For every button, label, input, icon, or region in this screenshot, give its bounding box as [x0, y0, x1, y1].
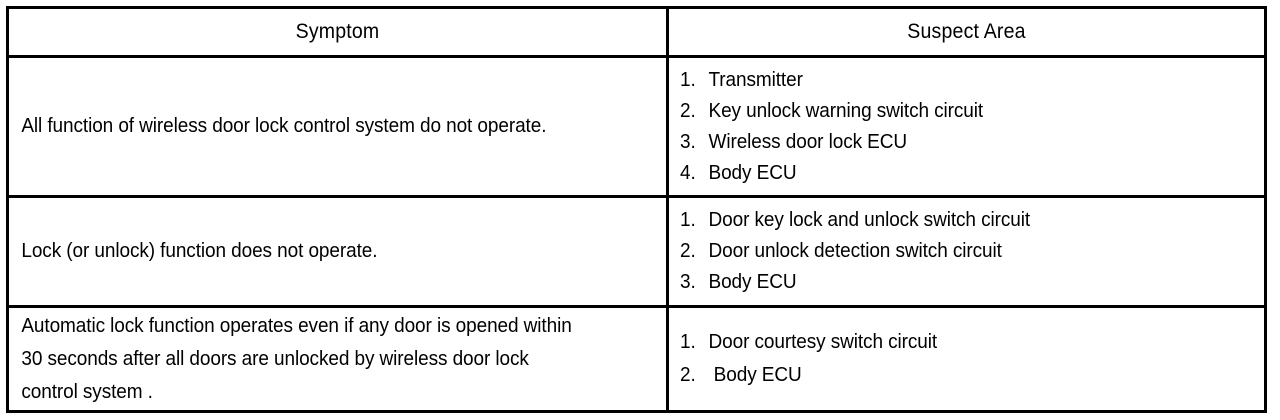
- table-row: All function of wireless door lock contr…: [6, 55, 1267, 198]
- list-item-number: 2.: [680, 99, 696, 122]
- symptom-cell: Lock (or unlock) function does not opera…: [6, 195, 669, 308]
- list-item: 1. Door key lock and unlock switch circu…: [680, 205, 1223, 236]
- symptom-cell: All function of wireless door lock contr…: [6, 55, 669, 198]
- list-item-label: Door unlock detection switch circuit: [708, 240, 1002, 262]
- table-row: Lock (or unlock) function does not opera…: [6, 195, 1267, 308]
- list-item-label: Door courtesy switch circuit: [708, 331, 938, 353]
- column-header-symptom-label: Symptom: [295, 20, 380, 43]
- table-header-row: Symptom Suspect Area: [6, 6, 1267, 58]
- list-item: 2. Key unlock warning switch circuit: [680, 96, 1223, 127]
- list-item-number: 3.: [680, 130, 696, 153]
- list-item: 2. Door unlock detection switch circuit: [680, 236, 1223, 267]
- symptom-text: Automatic lock function operates even if…: [21, 314, 572, 403]
- list-item-label: Transmitter: [708, 68, 803, 91]
- list-item-label: Door key lock and unlock switch circuit: [708, 209, 1031, 231]
- list-item-label: Wireless door lock ECU: [708, 130, 908, 153]
- column-header-symptom: Symptom: [6, 6, 669, 58]
- column-header-suspect-area-label: Suspect Area: [907, 20, 1026, 43]
- suspect-area-list: 1. Door key lock and unlock switch circu…: [669, 205, 1264, 298]
- list-item-number: 1.: [680, 209, 696, 231]
- list-item-number: 2.: [680, 240, 696, 262]
- list-item: 4. Body ECU: [680, 158, 1223, 189]
- table-row: Automatic lock function operates even if…: [6, 305, 1267, 413]
- list-item-label: Key unlock warning switch circuit: [708, 99, 984, 122]
- list-item: 3. Body ECU: [680, 267, 1223, 298]
- list-item-label: Body ECU: [708, 364, 802, 386]
- table-header: Symptom Suspect Area: [6, 6, 1267, 58]
- symptom-cell: Automatic lock function operates even if…: [6, 305, 669, 413]
- list-item-number: 1.: [680, 331, 696, 353]
- suspect-area-cell: 1. Door courtesy switch circuit 2. Body …: [666, 305, 1267, 413]
- list-item: 1. Transmitter: [680, 65, 1223, 96]
- suspect-area-list: 1. Door courtesy switch circuit 2. Body …: [669, 326, 1264, 392]
- list-item-label: Body ECU: [708, 161, 797, 184]
- symptom-text: All function of wireless door lock contr…: [21, 115, 547, 137]
- list-item-number: 4.: [680, 161, 696, 184]
- list-item-number: 2.: [680, 364, 696, 386]
- suspect-area-list: 1. Transmitter 2. Key unlock warning swi…: [669, 65, 1264, 189]
- list-item: 2. Body ECU: [680, 359, 1223, 392]
- list-item: 3. Wireless door lock ECU: [680, 127, 1223, 158]
- list-item-label: Body ECU: [708, 271, 797, 293]
- list-item: 1. Door courtesy switch circuit: [680, 326, 1223, 359]
- symptom-text: Lock (or unlock) function does not opera…: [21, 240, 378, 262]
- column-header-suspect-area: Suspect Area: [666, 6, 1267, 58]
- list-item-number: 1.: [680, 68, 696, 91]
- suspect-area-cell: 1. Transmitter 2. Key unlock warning swi…: [666, 55, 1267, 198]
- list-item-number: 3.: [680, 271, 696, 293]
- troubleshooting-table: Symptom Suspect Area All function of wir…: [6, 6, 1267, 413]
- table-body: All function of wireless door lock contr…: [6, 55, 1267, 413]
- suspect-area-cell: 1. Door key lock and unlock switch circu…: [666, 195, 1267, 308]
